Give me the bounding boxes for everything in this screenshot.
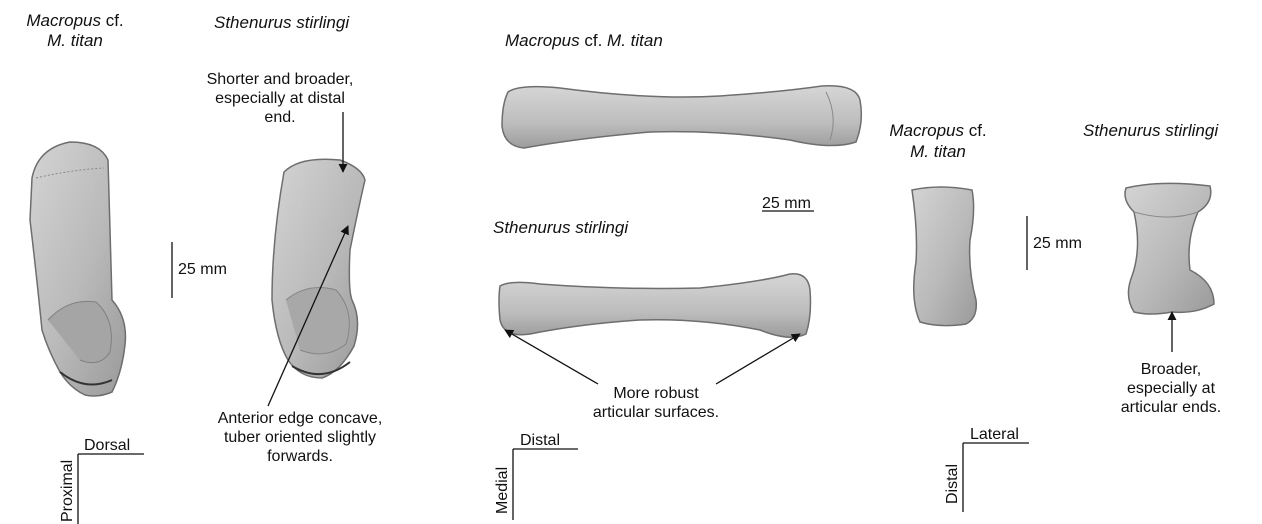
phalanx-scale-label: 25 mm [1033, 235, 1082, 252]
metatarsal-top-label: Macropus cf. M. titan [505, 31, 663, 50]
phalanx-orientation-indicator: Lateral Distal [944, 426, 1029, 512]
calcaneus-scale-label: 25 mm [178, 261, 227, 278]
metatarsal-bottom-label: Sthenurus stirlingi [493, 218, 629, 237]
phalanx-note-line3: articular ends. [1121, 399, 1222, 416]
calcaneus-note-bottom-line2: tuber oriented slightly [224, 429, 376, 446]
calcaneus-note-top-line2: especially at distal [215, 90, 345, 107]
metatarsal-orientation-horizontal: Distal [520, 432, 560, 449]
metatarsal-panel: Macropus cf. M. titan 25 mm Sthenurus st… [493, 31, 861, 520]
metatarsal-orientation-indicator: Distal Medial [494, 432, 578, 520]
phalanx-orientation-vertical: Distal [944, 464, 961, 504]
calcaneus-orientation-indicator: Dorsal Proximal [59, 437, 144, 524]
calcaneus-note-bottom-line1: Anterior edge concave, [218, 410, 383, 427]
calcaneus-note-top-line1: Shorter and broader, [207, 71, 354, 88]
metatarsal-arrow-left [505, 330, 598, 384]
calcaneus-left-label: Macropus cf. [26, 11, 123, 30]
macropus-phalanx-bone [912, 187, 976, 326]
macropus-calcaneus-bone [30, 142, 125, 396]
metatarsal-note-line1: More robust [613, 385, 699, 402]
phalanx-orientation-horizontal: Lateral [970, 426, 1019, 443]
phalanx-right-label: Sthenurus stirlingi [1083, 121, 1219, 140]
sthenurus-calcaneus-bone [272, 159, 365, 378]
calcaneus-orientation-vertical: Proximal [59, 460, 76, 522]
calcaneus-right-label: Sthenurus stirlingi [214, 13, 350, 32]
sthenurus-phalanx-bone [1125, 183, 1214, 314]
sthenurus-metatarsal-bone [499, 274, 811, 337]
macropus-metatarsal-bone [502, 86, 861, 148]
phalanx-panel: Macropus cf. M. titan Sthenurus stirling… [889, 121, 1221, 512]
metatarsal-arrow-right [716, 334, 800, 384]
calcaneus-panel: Macropus cf. M. titan Sthenurus stirling… [26, 11, 382, 524]
metatarsal-note-line2: articular surfaces. [593, 404, 719, 421]
metatarsal-orientation-vertical: Medial [494, 467, 511, 514]
calcaneus-note-bottom-line3: forwards. [267, 448, 333, 465]
calcaneus-left-species: M. titan [47, 31, 103, 50]
calcaneus-orientation-horizontal: Dorsal [84, 437, 130, 454]
phalanx-left-label: Macropus cf. [889, 121, 986, 140]
metatarsal-scale-label: 25 mm [762, 195, 811, 212]
phalanx-note-line2: especially at [1127, 380, 1216, 397]
calcaneus-note-top-line3: end. [264, 109, 295, 126]
phalanx-note-line1: Broader, [1141, 361, 1201, 378]
phalanx-left-species: M. titan [910, 142, 966, 161]
